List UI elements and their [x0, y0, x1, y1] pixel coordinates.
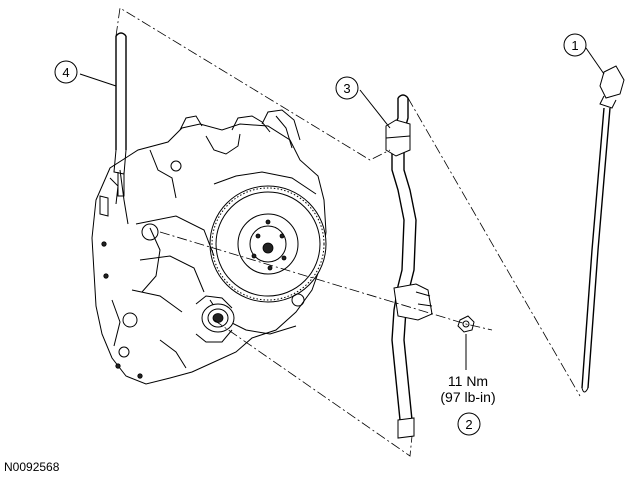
- callout-3-number: 3: [343, 81, 350, 96]
- leader-lines: [79, 47, 605, 370]
- callout-4: 4: [54, 60, 78, 84]
- callout-4-number: 4: [62, 65, 69, 80]
- callout-1: 1: [563, 33, 587, 57]
- callout-2: 2: [457, 412, 481, 436]
- torque-spec-imperial: (97 lb-in): [440, 389, 495, 405]
- callout-2-number: 2: [465, 417, 472, 432]
- torque-spec-metric: 11 Nm: [448, 373, 488, 389]
- figure-id: N0092568: [4, 460, 60, 474]
- callout-1-number: 1: [571, 38, 578, 53]
- transmission-vent-hose: [385, 94, 433, 439]
- dipstick: [581, 65, 625, 393]
- transmission-assembly: [91, 109, 327, 385]
- dipstick-tube-upper: [113, 32, 127, 197]
- callout-3: 3: [335, 76, 359, 100]
- assembly-lines: [115, 7, 581, 457]
